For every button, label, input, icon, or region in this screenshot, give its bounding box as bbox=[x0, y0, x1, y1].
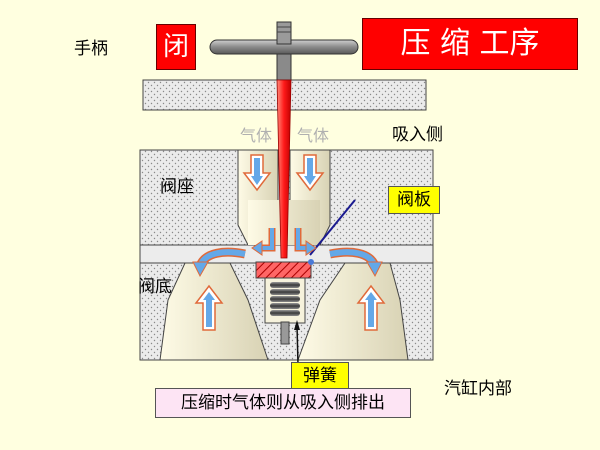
suction-arrow-right bbox=[295, 154, 325, 192]
suction-side-label: 吸入侧 bbox=[392, 125, 443, 145]
handle-label: 手柄 bbox=[74, 39, 108, 59]
valve-seat-label: 阀座 bbox=[160, 177, 194, 197]
caption-box: 压缩时气体则从吸入侧排出 bbox=[155, 388, 411, 418]
flow-arrow-right bbox=[329, 247, 383, 278]
spring-pointer bbox=[296, 324, 299, 366]
handle-knob bbox=[276, 21, 292, 45]
spring-stem bbox=[280, 321, 290, 345]
cylinder-interior-label: 汽缸内部 bbox=[444, 379, 512, 399]
gas-label-left: 气体 bbox=[240, 126, 273, 145]
handle-stem bbox=[276, 53, 292, 81]
suction-arrow-left bbox=[242, 154, 272, 192]
valve-base-label: 阀底 bbox=[138, 277, 172, 297]
gas-label-right: 气体 bbox=[297, 126, 330, 145]
valve-rod bbox=[276, 79, 292, 259]
inner-arrow-left bbox=[251, 228, 276, 256]
valve-plate-badge: 阀板 bbox=[388, 186, 440, 214]
inner-arrow-right bbox=[294, 228, 317, 256]
spring-badge: 弹簧 bbox=[291, 362, 349, 390]
discharge-arrow-left bbox=[194, 284, 224, 331]
flow-arrow-left bbox=[192, 247, 246, 278]
process-title-badge: 压 缩 工序 bbox=[362, 18, 578, 70]
valve-plate-pointer bbox=[309, 199, 356, 256]
closed-state-badge: 闭 bbox=[156, 24, 196, 70]
discharge-arrow-right bbox=[356, 284, 386, 331]
discharge-cone-right bbox=[297, 262, 409, 361]
spring bbox=[270, 282, 300, 316]
valve-plate bbox=[255, 261, 312, 279]
